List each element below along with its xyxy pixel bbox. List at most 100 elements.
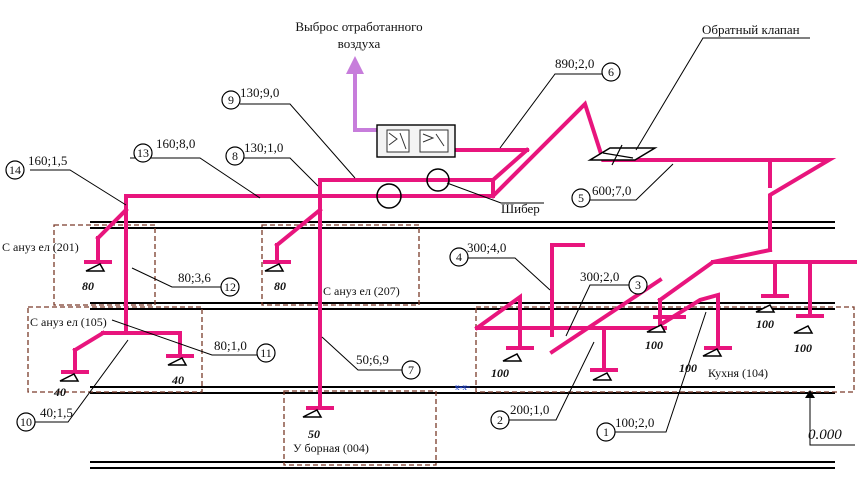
segment-label: 160;1,5 [28,153,67,168]
leader-6 [499,73,620,149]
segment-label: 600;7,0 [592,183,631,198]
circle-13 [5,160,25,180]
leader-9 [240,103,356,179]
leader-1 [612,311,707,433]
segment-number: 3 [635,278,641,292]
grille-icon [502,353,523,362]
leader-4 [466,257,551,291]
flow-value: 80 [274,279,286,293]
segment-label: 130;9,0 [240,85,279,100]
duct-10 [72,330,106,353]
segment-label: 40;1,5 [40,405,73,420]
segment-label: 80;3,6 [178,270,211,285]
grille-icon [85,263,106,272]
check-valve-flap [602,152,634,159]
flow-value: 100 [756,317,774,331]
grille-symbols [59,263,814,418]
leader-2 [503,341,595,421]
room-label: Кухня (104) [708,366,768,380]
flow-value: 40 [171,373,184,387]
segment-label: 100;2,0 [615,415,654,430]
damper-label: Шибер [501,201,540,216]
room-label: С ануз ел (201) [2,240,79,254]
grille-icon [302,409,323,418]
leader-14 [130,157,261,199]
check-valve-flap [611,144,623,166]
segment-label: 890;2,0 [555,56,594,71]
room-border-san-207 [261,224,420,306]
segment-number: 11 [260,346,272,360]
grille-icon [592,372,613,381]
duct-207-branch [274,207,323,248]
leader-13 [30,169,127,206]
grille-icon [59,373,80,382]
dampers [376,168,450,209]
flow-value: 80 [82,279,94,293]
exhaust-fan-unit [376,124,456,158]
duct-riser [490,147,530,183]
segment-labels: 160;1,5 160;8,0 130;1,0 130;9,0 890;2,0 … [28,56,654,430]
flow-value: 100 [794,341,812,355]
annotations: Выброс отработанного воздуха Обратный кл… [295,19,842,443]
room-border-kitchen-104 [475,306,855,393]
circle-2 [490,410,510,430]
exhaust-arrow [346,56,413,132]
segment-label: 300;2,0 [580,269,619,284]
room-label: У борная (004) [293,441,369,455]
circle-5 [571,188,591,208]
flow-value: 100 [645,338,663,352]
circle-12 [220,277,240,297]
leader-damper [446,182,544,204]
flow-value: 40 [53,385,66,399]
duct-5 [490,100,837,252]
terminal-caps [61,260,824,410]
segment-number: 12 [224,280,236,294]
flow-values: 80 80 40 40 50 100 100 100 100 100 [53,279,812,441]
grille-icon [702,348,723,357]
exhaust-title-line-1: Выброс отработанного [295,19,422,34]
segment-number: 9 [228,93,234,107]
circle-7 [401,360,421,380]
segment-number: 6 [608,65,614,79]
circle-1 [596,422,616,442]
grille-icon [646,324,667,333]
segment-number: 14 [9,163,21,177]
circle-6 [601,62,621,82]
segment-label: 160;8,0 [156,136,195,151]
exhaust-arrow-head [346,56,364,74]
room-border-wc-004 [283,390,437,466]
flow-value: 100 [491,366,509,380]
duct-4-top [657,247,773,303]
segment-label: 80;1,0 [214,338,247,353]
check-valve-symbol [587,144,658,166]
segment-number: 2 [497,413,503,427]
level-arrow [805,390,815,398]
segment-label: 50;6,9 [356,352,389,367]
segment-number: 13 [137,146,149,160]
room-border-san-201 [53,224,156,306]
grille-icon [264,263,285,272]
grille-icon [167,357,188,366]
flow-value: 100 [679,361,697,375]
exhaust-outlet-line [353,66,413,132]
room-label: С ануз ел (207) [323,284,400,298]
leader-7 [321,336,410,371]
segment-number-circles [5,62,648,442]
exhaust-title-line-2: воздуха [338,36,381,51]
grille-icon [793,325,814,334]
leader-12 [131,267,222,288]
duct-12-branch [95,207,129,241]
leader-check-valve [635,37,810,151]
leader-3 [565,284,636,337]
section-mark-label: x-x [455,382,467,392]
flow-value: 50 [308,427,320,441]
segment-number: 1 [603,425,609,439]
circle-4 [449,247,469,267]
room-border-san-105 [27,306,203,393]
damper-symbol [376,183,402,209]
segment-number: 5 [578,191,584,205]
segment-numbers: 14 13 8 9 6 5 4 3 12 11 7 10 2 1 [9,65,641,439]
circle-14 [133,143,153,163]
